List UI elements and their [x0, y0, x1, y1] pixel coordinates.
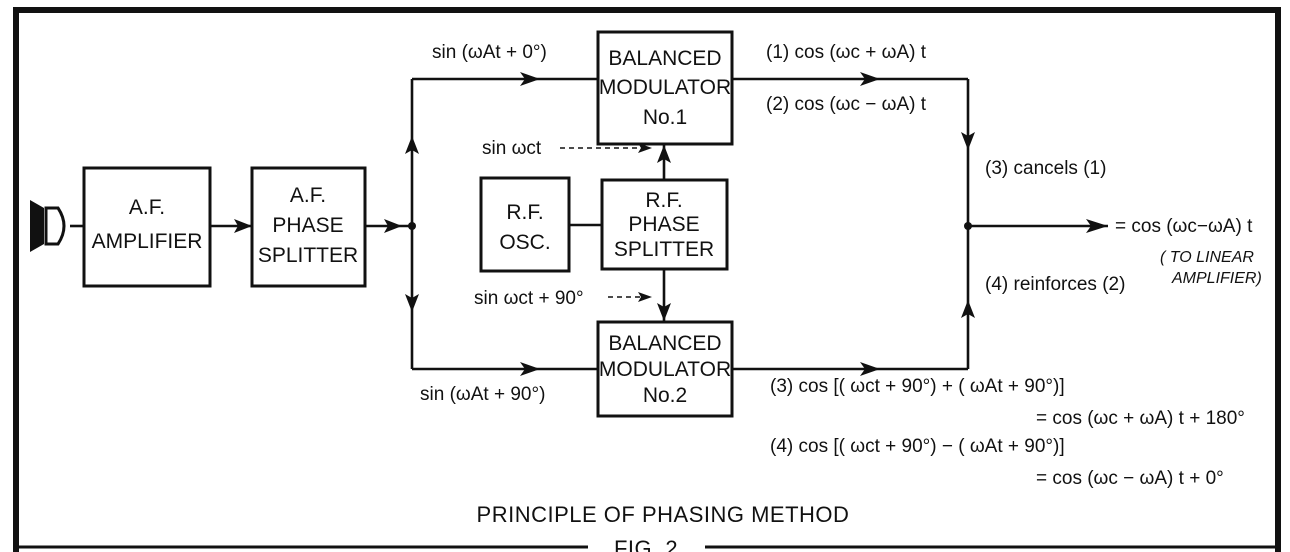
input-top-label: sin (ωAt + 0°): [432, 42, 547, 63]
signal-paths: [210, 72, 1108, 376]
af-phase-splitter-block: A.F. PHASE SPLITTER: [250, 166, 367, 288]
af-splitter-line2: PHASE: [272, 214, 343, 237]
carrier-bottom-label: sin ωct + 90°: [474, 288, 584, 309]
bm2-line1: BALANCED: [608, 332, 721, 355]
rf-osc-line2: OSC.: [499, 231, 550, 254]
equation-4-line1: (4) cos [( ωct + 90°) − ( ωAt + 90°)]: [770, 436, 1065, 457]
rf-oscillator-block: R.F. OSC.: [479, 176, 571, 273]
af-splitter-line1: A.F.: [290, 184, 326, 207]
cancels-label: (3) cancels (1): [985, 158, 1106, 179]
carrier-top-label: sin ωct: [482, 138, 542, 159]
rf-osc-line1: R.F.: [506, 201, 543, 224]
bm2-line3: No.2: [643, 384, 687, 407]
balanced-modulator-2-block: BALANCED MODULATOR No.2: [596, 320, 734, 418]
diagram-title: PRINCIPLE OF PHASING METHOD: [477, 502, 850, 527]
rf-splitter-line2: PHASE: [628, 213, 699, 236]
output-note-line1: ( TO LINEAR: [1160, 249, 1254, 266]
output-equation: = cos (ωc−ωA) t: [1115, 216, 1253, 237]
bm2-line2: MODULATOR: [599, 358, 731, 381]
bm1-line1: BALANCED: [608, 47, 721, 70]
output-1-label: (1) cos (ωc + ωA) t: [766, 42, 927, 63]
figure-label: FIG. 2: [614, 536, 678, 552]
balanced-modulator-1-block: BALANCED MODULATOR No.1: [596, 30, 734, 146]
frame-border: [13, 7, 1281, 552]
input-bottom-label: sin (ωAt + 90°): [420, 384, 545, 405]
af-amplifier-line1: A.F.: [129, 196, 165, 219]
bm1-line2: MODULATOR: [599, 76, 731, 99]
output-note-line2: AMPLIFIER): [1171, 270, 1262, 287]
af-amplifier-line2: AMPLIFIER: [92, 230, 203, 253]
bm1-line3: No.1: [643, 106, 687, 129]
reinforces-label: (4) reinforces (2): [985, 274, 1125, 295]
output-2-label: (2) cos (ωc − ωA) t: [766, 94, 927, 115]
microphone-icon: [30, 200, 84, 252]
af-amplifier-block: A.F. AMPLIFIER: [82, 166, 212, 288]
rf-splitter-line3: SPLITTER: [614, 238, 714, 261]
rf-phase-splitter-block: R.F. PHASE SPLITTER: [600, 178, 729, 271]
af-splitter-line3: SPLITTER: [258, 244, 358, 267]
equation-3-line2: = cos (ωc + ωA) t + 180°: [1036, 408, 1245, 429]
equation-4-line2: = cos (ωc − ωA) t + 0°: [1036, 468, 1224, 489]
rf-splitter-line1: R.F.: [645, 189, 682, 212]
equation-3-line1: (3) cos [( ωct + 90°) + ( ωAt + 90°)]: [770, 376, 1065, 397]
